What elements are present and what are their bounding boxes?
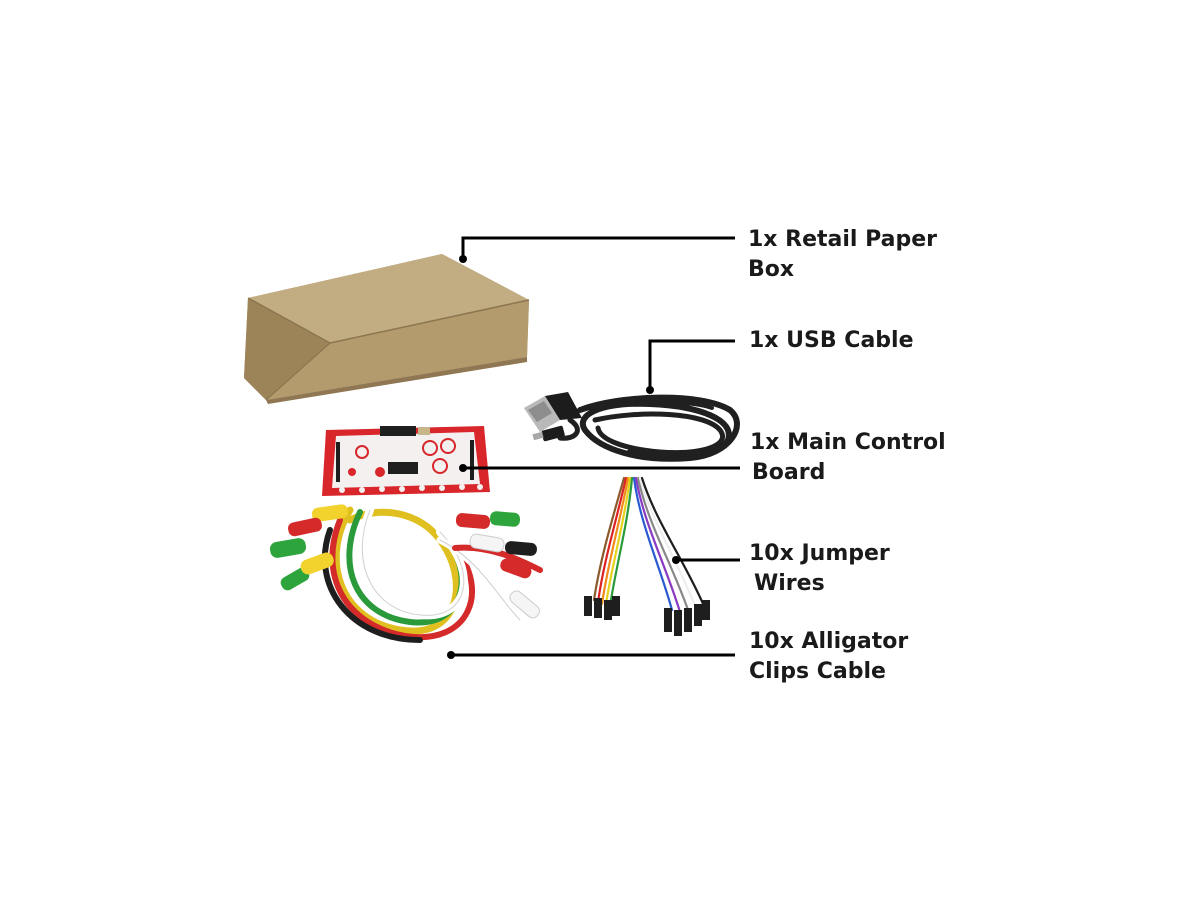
label-usb-cable: 1x USB Cable — [749, 326, 914, 356]
retail-paper-box — [244, 254, 530, 404]
label-board-line1: 1x Main Control — [750, 430, 946, 455]
label-board-line2: Board — [752, 460, 826, 485]
label-clips-line2: Clips Cable — [749, 659, 886, 684]
leader-line-usb — [648, 339, 735, 390]
usb-cable — [557, 394, 740, 462]
leader-dots — [447, 255, 680, 659]
label-box-line2: Box — [748, 257, 795, 282]
label-alligator-clips-cable: 10x Alligator Clips Cable — [749, 627, 908, 687]
leader-lines — [451, 236, 740, 657]
micro-usb-plug — [532, 425, 565, 442]
leader-line-box — [461, 236, 735, 259]
label-jumper-line2: Wires — [754, 571, 825, 596]
label-main-control-board: 1x Main Control Board — [750, 428, 946, 488]
main-control-board — [322, 426, 490, 496]
label-usb-line1: 1x USB Cable — [749, 328, 914, 353]
label-retail-paper-box: 1x Retail Paper Box — [748, 225, 937, 285]
usb-a-plug — [524, 392, 582, 432]
alligator-clips — [269, 504, 540, 619]
jumper-connectors — [584, 596, 710, 636]
alligator-clip-cables — [321, 506, 543, 643]
label-clips-line1: 10x Alligator — [749, 629, 909, 654]
label-box-line1: 1x Retail Paper — [748, 227, 938, 252]
label-jumper-line1: 10x Jumper — [749, 541, 890, 566]
label-jumper-wires: 10x Jumper Wires — [749, 539, 890, 599]
jumper-wires — [592, 476, 706, 614]
